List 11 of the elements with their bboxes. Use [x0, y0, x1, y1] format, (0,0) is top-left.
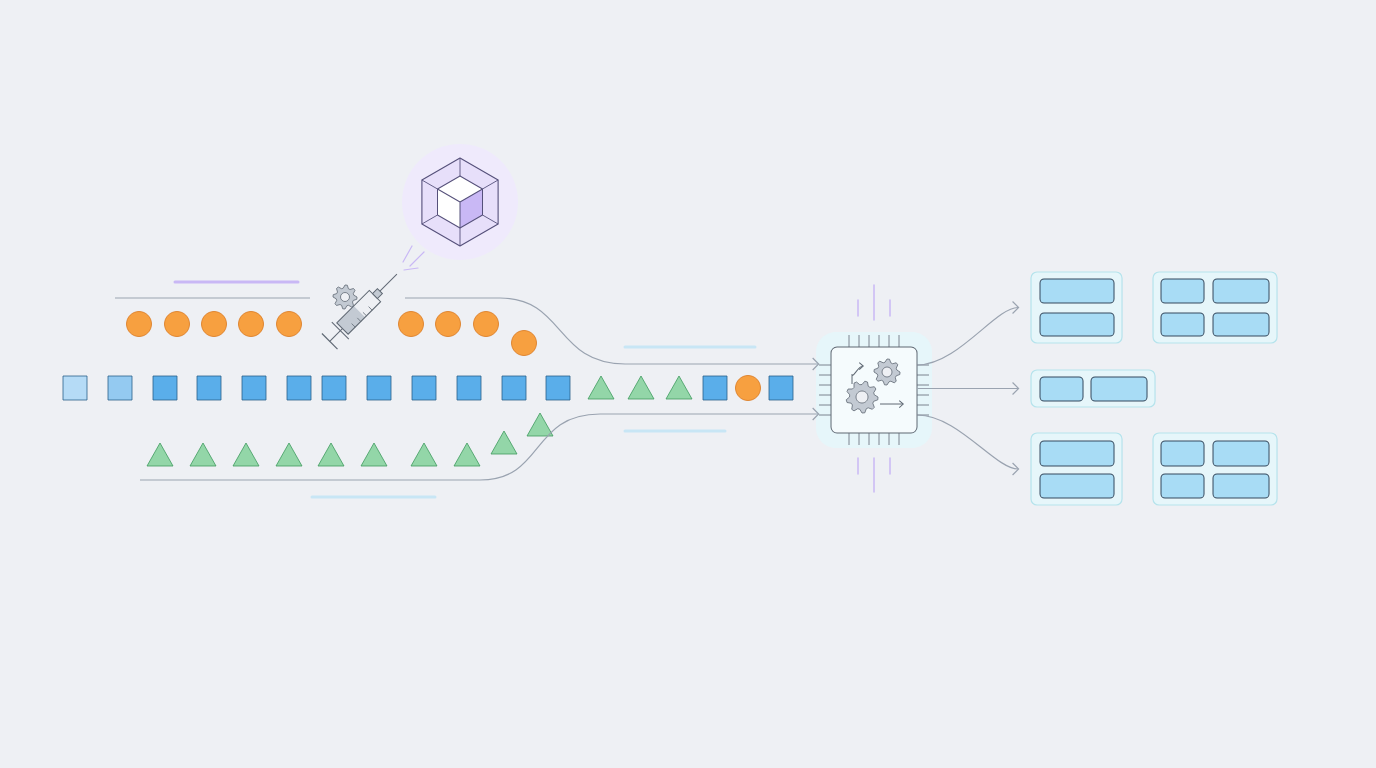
- arrow: [916, 300, 1020, 366]
- processor-chip: [816, 332, 932, 448]
- arrow: [916, 381, 1020, 396]
- panel-card: [1030, 432, 1123, 506]
- arrow: [139, 407, 820, 481]
- panel-card: [1152, 432, 1278, 506]
- panel-card: [1030, 271, 1123, 344]
- arrow: [916, 414, 1020, 476]
- panel-card: [1030, 369, 1156, 408]
- arrow: [404, 297, 820, 371]
- panel-card: [1152, 271, 1278, 344]
